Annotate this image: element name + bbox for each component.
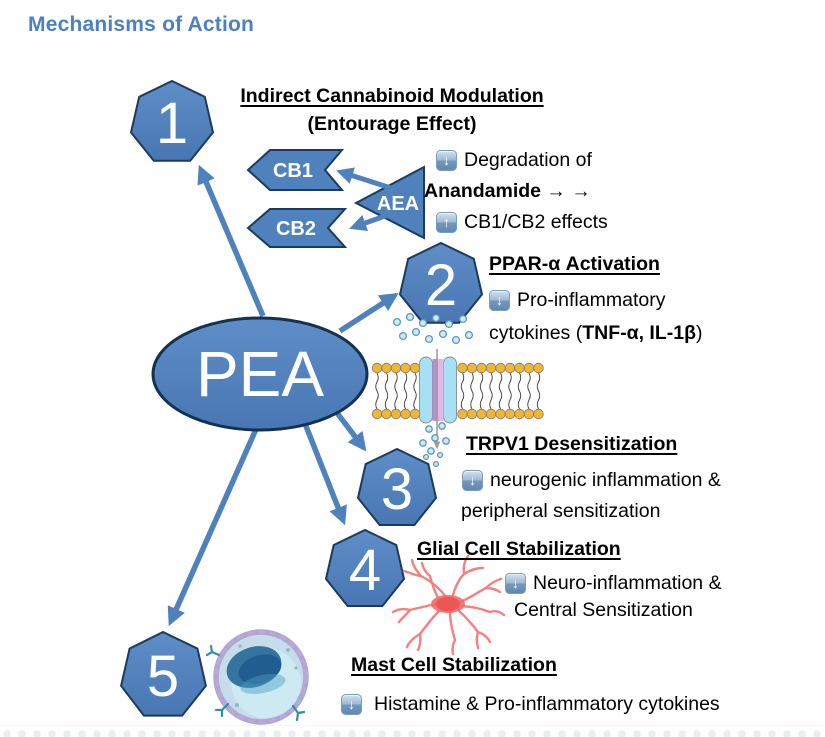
cb2-receptor-shape bbox=[246, 208, 348, 248]
down-arrow-icon: ↓ bbox=[341, 694, 362, 715]
arrow-to-mechanism-1 bbox=[197, 164, 266, 318]
mechanism-3-line2: peripheral sensitization bbox=[461, 500, 661, 522]
lipid-heads bbox=[371, 362, 544, 420]
mechanism-2-line2-pre: cytokines ( bbox=[489, 322, 583, 344]
mechanism-5-heading: Mast Cell Stabilization bbox=[351, 654, 557, 676]
receptor-labels: CB1 CB2 AEA bbox=[273, 160, 419, 240]
aea-label: AEA bbox=[377, 193, 419, 215]
down-arrow-icon: ↓ bbox=[462, 470, 483, 491]
glial-cell-illustration bbox=[391, 554, 506, 656]
mechanism-2-line1: ↓ Pro-inflammatory bbox=[489, 289, 665, 312]
down-arrow-icon: ↓ bbox=[489, 290, 510, 311]
arrow-to-mechanism-5 bbox=[167, 425, 260, 627]
channel-protein-left bbox=[419, 356, 433, 424]
lipid-tails bbox=[375, 372, 541, 410]
heptagon-4 bbox=[324, 528, 406, 607]
cb2-label: CB2 bbox=[276, 218, 316, 240]
heptagon-3 bbox=[356, 447, 438, 526]
mechanism-2-line2: cytokines (TNF-α, IL-1β) bbox=[489, 322, 703, 345]
mechanism-1-line2: Anandamide → → bbox=[424, 180, 591, 202]
mechanism-4-line2: Central Sensitization bbox=[514, 599, 693, 621]
mechanism-1-line1-text: Degradation of bbox=[464, 149, 592, 171]
cell-membrane-illustration bbox=[371, 312, 544, 468]
cb1-label: CB1 bbox=[273, 160, 313, 182]
aea-triangle bbox=[353, 165, 425, 240]
bottom-edge-pattern bbox=[0, 725, 825, 737]
mechanism-2-heading: PPAR-α Activation bbox=[489, 253, 660, 275]
mechanism-2-line2-bold: TNF-α, IL-1β bbox=[582, 322, 696, 344]
heptagon-5 bbox=[120, 630, 207, 717]
pea-label: PEA bbox=[196, 338, 324, 410]
mechanism-2-number: 2 bbox=[425, 253, 457, 318]
mechanism-2-line1-text: Pro-inflammatory bbox=[517, 289, 666, 311]
mechanism-5-number: 5 bbox=[147, 644, 179, 709]
mechanism-3-line1-text: neurogenic inflammation & bbox=[490, 469, 721, 491]
mechanism-3-heading: TRPV1 Desensitization bbox=[466, 433, 678, 455]
mechanism-1-subheading: (Entourage Effect) bbox=[307, 113, 477, 135]
down-arrow-icon: ↓ bbox=[505, 573, 526, 594]
channel-protein-right bbox=[443, 356, 457, 424]
mechanism-numbers: 1 2 3 4 5 bbox=[147, 91, 457, 709]
mechanism-3-line1: ↓ neurogenic inflammation & bbox=[462, 469, 721, 492]
mechanism-4-line1: ↓ Neuro-inflammation & bbox=[505, 572, 722, 595]
arrow-to-mechanism-2 bbox=[338, 292, 399, 334]
down-arrow-icon: ↓ bbox=[436, 150, 457, 171]
mechanism-3-number: 3 bbox=[381, 457, 413, 522]
arrow-to-mechanism-4 bbox=[301, 419, 347, 526]
heptagon-1 bbox=[129, 79, 215, 162]
mast-cell-illustration bbox=[205, 629, 309, 725]
mechanism-5-line1-text: Histamine & Pro-inflammatory cytokines bbox=[374, 693, 720, 715]
mechanism-2-line2-post: ) bbox=[696, 322, 703, 344]
mast-cell-receptors bbox=[205, 644, 306, 722]
up-arrow-icon: ↑ bbox=[436, 212, 457, 233]
mechanism-4-heading: Glial Cell Stabilization bbox=[417, 538, 621, 560]
mechanism-1-line3: ↑ CB1/CB2 effects bbox=[436, 211, 608, 234]
molecules-above-membrane bbox=[392, 312, 474, 345]
mechanism-1-line1: ↓ Degradation of bbox=[436, 149, 592, 172]
mechanism-1-heading: Indirect Cannabinoid Modulation bbox=[240, 85, 544, 107]
aea-arrows bbox=[336, 167, 400, 232]
pea-ellipse bbox=[151, 316, 369, 432]
arrow-aea-to-cb2 bbox=[349, 208, 400, 232]
heptagon-2 bbox=[398, 241, 484, 324]
cb1-receptor-shape bbox=[246, 149, 345, 191]
mechanism-badges bbox=[120, 79, 484, 717]
mechanism-4-number: 4 bbox=[349, 538, 381, 603]
mechanism-5-line1: ↓ Histamine & Pro-inflammatory cytokines bbox=[341, 693, 720, 716]
cannabinoid-shapes bbox=[246, 149, 425, 248]
mechanism-4-line1-text: Neuro-inflammation & bbox=[533, 572, 722, 594]
molecules-below-membrane bbox=[419, 422, 450, 468]
arrow-aea-to-cb1 bbox=[336, 167, 398, 193]
mechanism-1-number: 1 bbox=[156, 91, 188, 156]
page-title: Mechanisms of Action bbox=[28, 13, 255, 36]
channel-pore-stripe-1 bbox=[432, 359, 438, 421]
channel-pore-stripe-2 bbox=[438, 359, 444, 421]
mechanism-1-line3-text: CB1/CB2 effects bbox=[464, 211, 608, 233]
